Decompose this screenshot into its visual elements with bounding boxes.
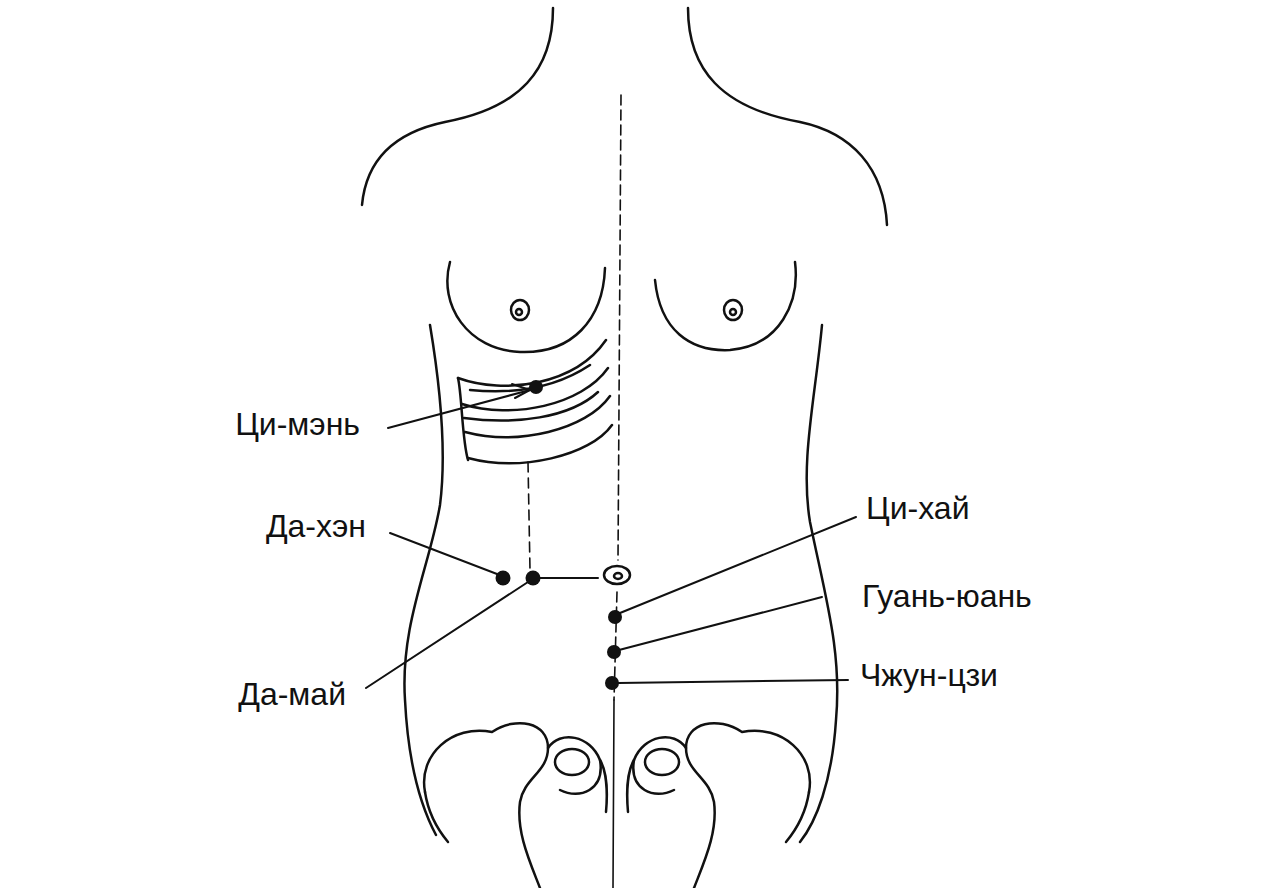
- acupoint: [496, 571, 511, 586]
- point-label: Гуань-юань: [862, 577, 1032, 615]
- navel: [604, 566, 630, 584]
- leader-arrow: [512, 384, 530, 398]
- acupoint: [605, 676, 619, 690]
- point-label: Ци-хай: [866, 489, 970, 527]
- leader-line: [618, 680, 848, 683]
- right-nipple-inner: [730, 309, 736, 315]
- rib: [468, 425, 612, 463]
- left-shoulder: [362, 8, 553, 205]
- leader-line: [620, 517, 856, 613]
- left-nipple-inner: [516, 309, 522, 315]
- acupoint: [529, 380, 543, 394]
- rib: [462, 368, 608, 410]
- point-label: Да-май: [238, 675, 346, 713]
- right-pelvis: [627, 723, 810, 888]
- acupoint: [526, 571, 541, 586]
- point-label: Чжун-цзи: [860, 656, 998, 694]
- right-nipple: [724, 300, 742, 320]
- leader-line: [540, 577, 598, 579]
- navel-inner: [614, 573, 622, 579]
- point-label: Да-хэн: [266, 507, 366, 545]
- rib-edge: [458, 378, 468, 460]
- midline: [618, 95, 621, 560]
- left-side: [404, 325, 442, 835]
- leader-line: [388, 390, 530, 428]
- left-pelvis: [424, 723, 607, 888]
- vertical-guide: [528, 462, 530, 570]
- acupoint: [608, 610, 622, 624]
- acupoint: [607, 645, 621, 659]
- leader-line: [390, 533, 497, 574]
- leader-line: [619, 597, 822, 650]
- right-shoulder: [688, 8, 887, 225]
- left-nipple: [511, 300, 529, 320]
- point-label: Ци-мэнь: [235, 405, 360, 443]
- left-breast: [447, 262, 605, 352]
- rib: [464, 392, 598, 421]
- leader-line: [366, 582, 528, 688]
- rib: [458, 340, 606, 386]
- midline: [613, 700, 614, 888]
- right-breast: [655, 262, 796, 350]
